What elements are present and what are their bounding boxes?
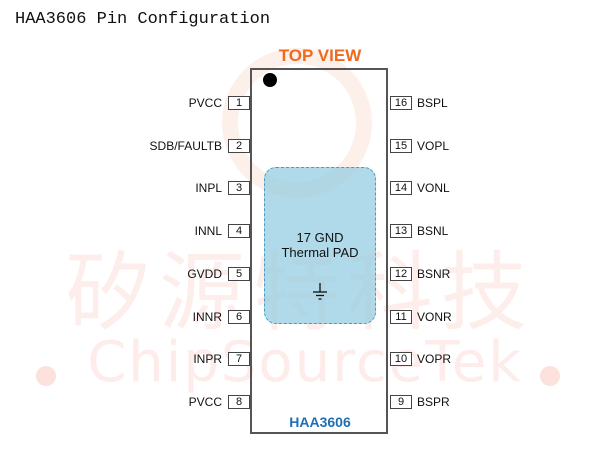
- pin-name-9: BSPR: [417, 394, 450, 409]
- pin-number-2: 2: [228, 138, 250, 153]
- pin-name-16: BSPL: [417, 96, 448, 110]
- pin-number-6: 6: [228, 309, 250, 324]
- pin-name-11: VONR: [417, 309, 452, 324]
- pin-number-10: 10: [390, 352, 412, 367]
- pin-name-3: INPL: [195, 181, 222, 196]
- pin-name-2: SDB/FAULTB: [149, 138, 222, 153]
- pin-number-5: 5: [228, 266, 250, 281]
- watermark-english-text: ChipSourceTek: [87, 330, 523, 395]
- chip-package-outline: [250, 68, 388, 434]
- pin-number-1: 1: [228, 96, 250, 110]
- pin-name-10: VOPR: [417, 352, 452, 367]
- pin-number-8: 8: [228, 394, 250, 409]
- pin-number-7: 7: [228, 352, 250, 367]
- pin-number-11: 11: [390, 309, 412, 324]
- pin-number-12: 12: [390, 266, 412, 281]
- pin1-marker-icon: [263, 73, 277, 87]
- pin-name-4: INNL: [194, 224, 222, 239]
- pin-number-14: 14: [390, 181, 412, 196]
- watermark-dot-right-icon: [540, 366, 560, 386]
- pin-number-3: 3: [228, 181, 250, 196]
- part-number-label: HAA3606: [289, 414, 351, 430]
- pin-number-4: 4: [228, 224, 250, 239]
- pin-number-15: 15: [390, 138, 412, 153]
- pin-name-8: PVCC: [188, 394, 222, 409]
- pin-number-9: 9: [390, 394, 412, 409]
- pin-name-1: PVCC: [188, 96, 222, 110]
- thermal-pad-line1: 17 GND: [296, 230, 344, 245]
- pin-name-12: BSNR: [417, 266, 451, 281]
- watermark-dot-left-icon: [36, 366, 56, 386]
- pin-name-14: VONL: [417, 181, 450, 196]
- page-title: HAA3606 Pin Configuration: [15, 10, 271, 29]
- pin-number-13: 13: [390, 224, 412, 239]
- thermal-pad-line2: Thermal PAD: [281, 245, 359, 260]
- pin-number-16: 16: [390, 96, 412, 110]
- pin-name-5: GVDD: [187, 266, 222, 281]
- thermal-pad-label: 17 GND Thermal PAD: [264, 230, 376, 260]
- pin-name-15: VOPL: [417, 138, 450, 153]
- top-view-label: TOP VIEW: [278, 46, 362, 65]
- ground-icon: [313, 283, 327, 300]
- thermal-pad: [264, 167, 376, 324]
- pin-name-7: INPR: [193, 352, 222, 367]
- pin-name-6: INNR: [192, 309, 222, 324]
- pin-name-13: BSNL: [417, 224, 449, 239]
